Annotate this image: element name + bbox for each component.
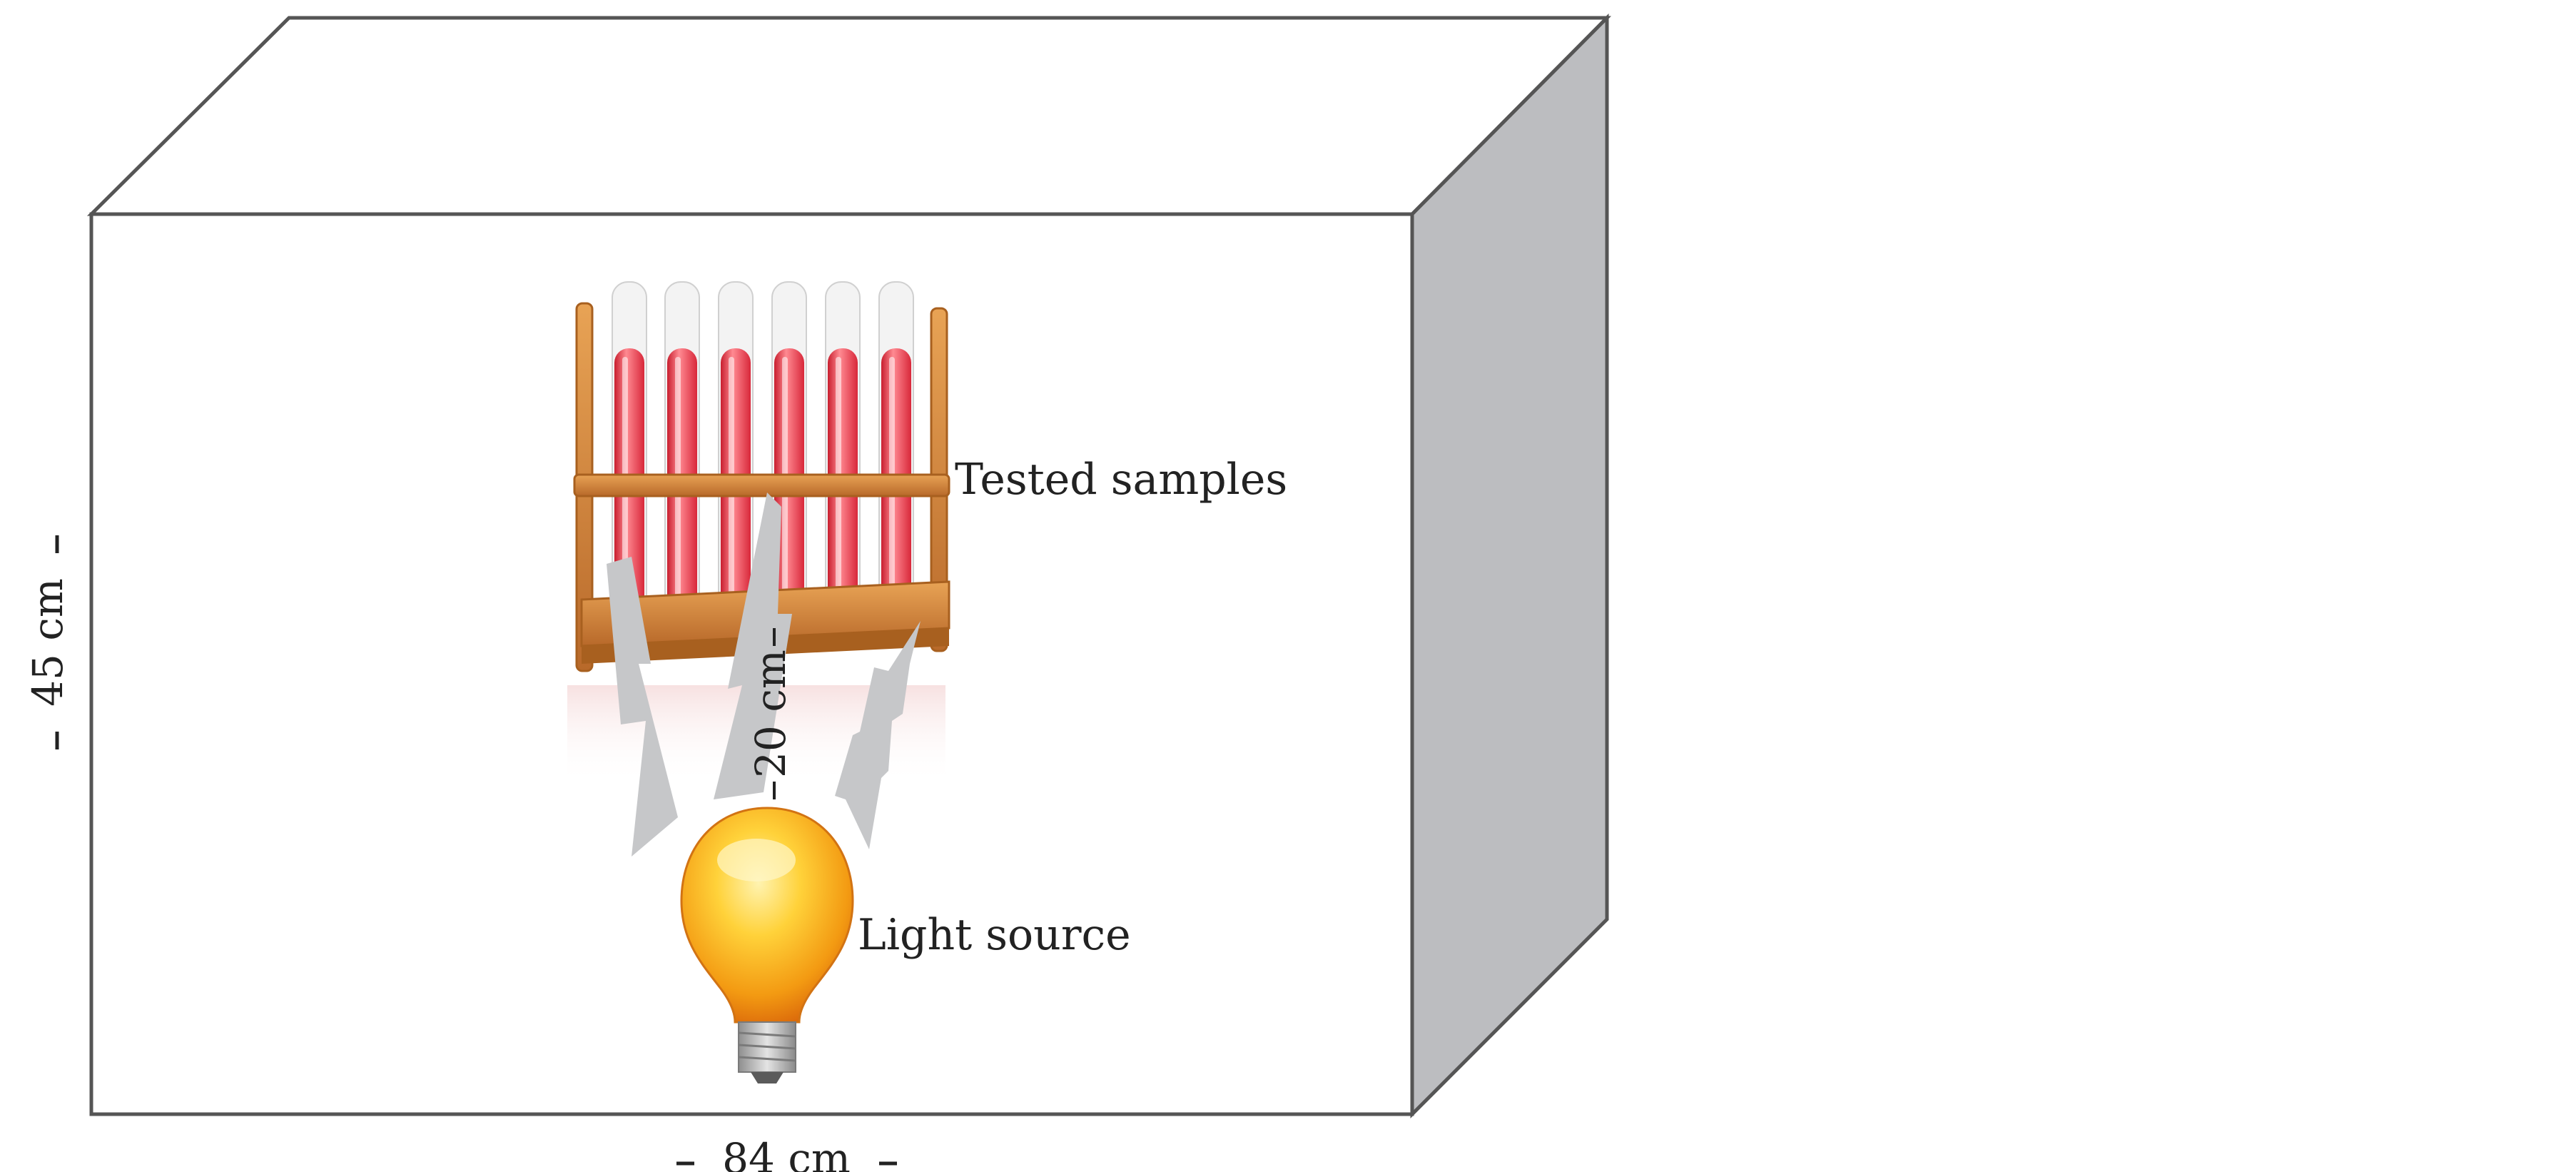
light-ray-icon — [607, 557, 678, 857]
width-label: 84 cm — [722, 1134, 851, 1172]
samples-label: Tested samples — [955, 455, 1287, 505]
height-dimension: 45 cm — [24, 535, 72, 749]
light-rays — [607, 492, 921, 857]
test-tube-rack-icon — [573, 281, 950, 672]
height-label: 45 cm — [24, 578, 72, 707]
distance-marker: 20 cm — [746, 628, 795, 799]
light-ray-icon — [835, 621, 921, 849]
width-dimension: 84 cm — [676, 1134, 897, 1172]
light-label: Light source — [858, 910, 1131, 960]
test-tube — [825, 281, 861, 632]
box-side-face — [1410, 13, 1609, 1119]
light-bulb-icon — [680, 807, 854, 1083]
test-tube — [878, 281, 914, 632]
test-tube — [718, 281, 754, 632]
test-tube — [664, 281, 700, 632]
distance-label: 20 cm — [746, 650, 795, 778]
light-ray-icon — [714, 492, 792, 799]
box-top-face — [86, 16, 1612, 216]
